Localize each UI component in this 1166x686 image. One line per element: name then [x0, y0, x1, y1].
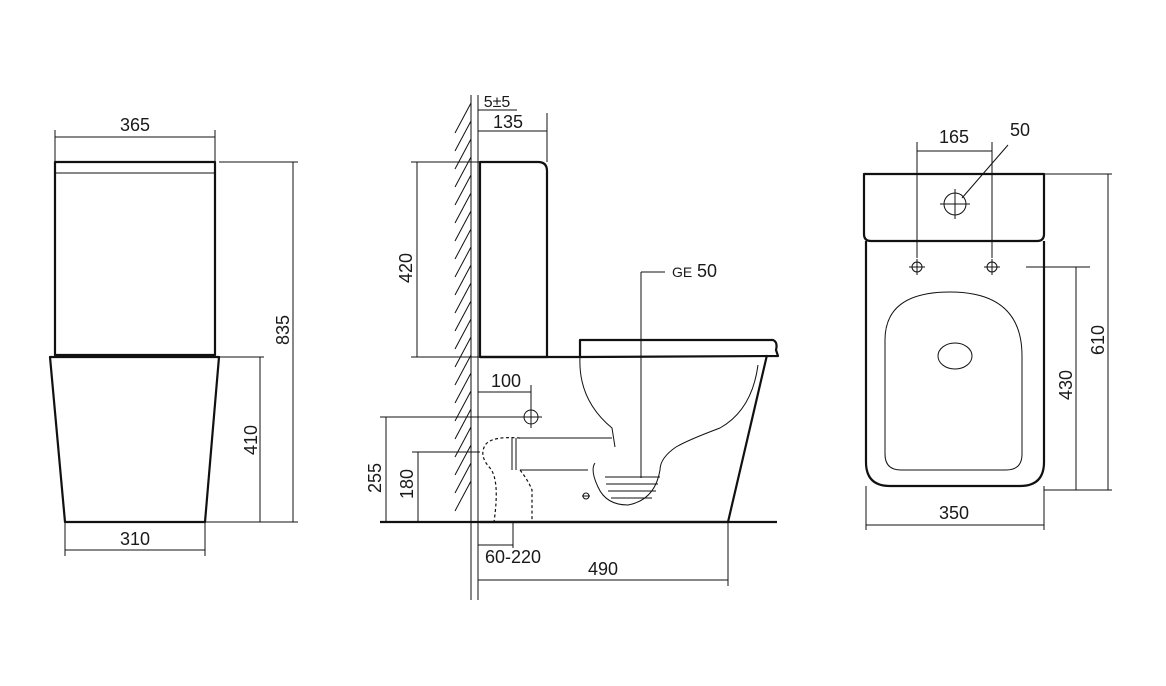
front-view: 365 835 410 310 [48, 115, 298, 556]
dim-135-label: 135 [493, 112, 523, 132]
tank-top-outline [862, 172, 1046, 243]
wall-hatching [454, 102, 472, 512]
outlet-code-label: GE [672, 264, 692, 280]
tank-outline [53, 160, 217, 357]
drain-hole [937, 342, 973, 370]
dim-wall-gap-label: 5±5 [484, 94, 511, 111]
pan-top-outline [864, 241, 1046, 488]
dim-430-label: 430 [1056, 370, 1076, 400]
bowl-opening [884, 291, 1023, 471]
side-view: GE 50 5±5 135 420 100 255 1 [365, 94, 780, 600]
dim-hole-label: 50 [1010, 120, 1030, 140]
outlet-diameter-label: 50 [697, 261, 717, 281]
dim-100-label: 100 [491, 371, 521, 391]
dim-490-label: 490 [588, 559, 618, 579]
dim-255-label: 255 [365, 463, 385, 493]
tank-side [478, 160, 549, 359]
dim-835-label: 835 [273, 315, 293, 345]
dim-165-label: 165 [939, 127, 969, 147]
dim-60-220-label: 60-220 [485, 547, 541, 567]
dim-365-label: 365 [120, 115, 150, 135]
dim-310-label: 310 [120, 529, 150, 549]
dim-180-label: 180 [397, 469, 417, 499]
dim-610-label: 610 [1088, 325, 1108, 355]
dim-420-label: 420 [396, 253, 416, 283]
outlet-pipe [482, 437, 533, 523]
top-view: 50 165 610 430 350 [862, 120, 1112, 530]
pan-outline [48, 355, 221, 524]
seat-side [578, 338, 780, 359]
dim-350-label: 350 [939, 503, 969, 523]
dim-410-label: 410 [241, 425, 261, 455]
